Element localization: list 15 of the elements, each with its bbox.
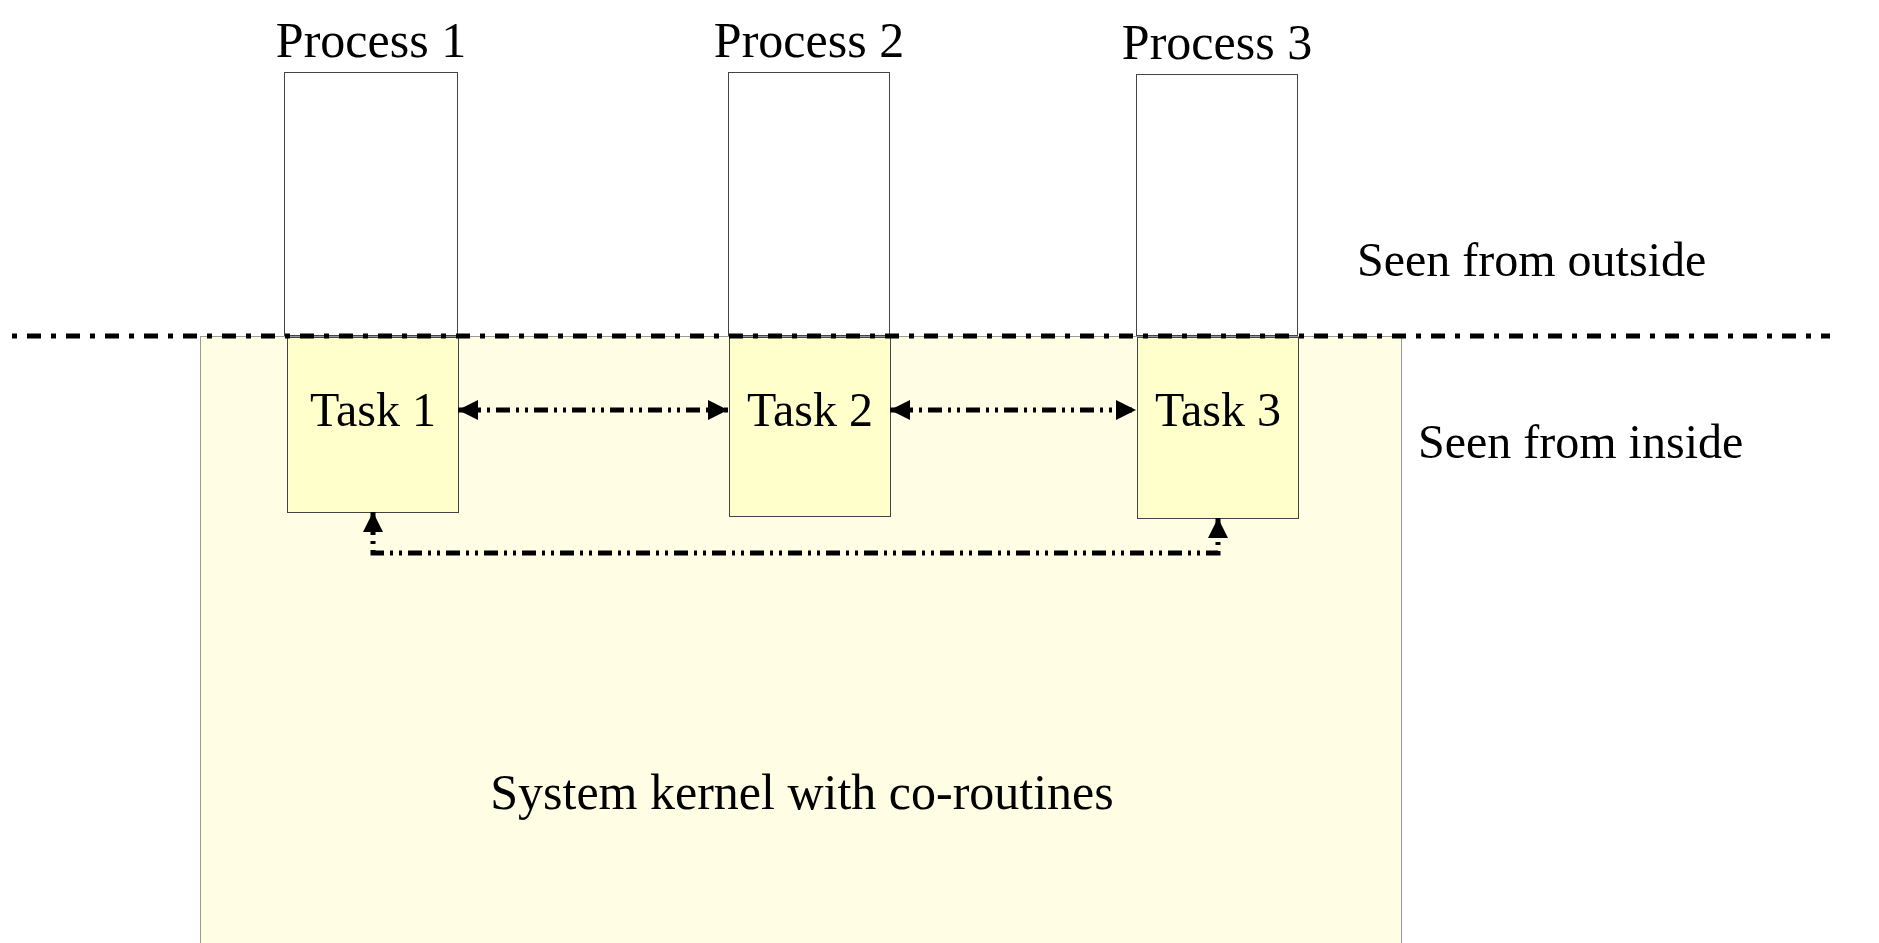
- process-heading: Process 2: [713, 15, 905, 65]
- process-heading: Process 3: [1121, 17, 1313, 67]
- task-label: Task 3: [1155, 386, 1281, 434]
- task-box: [287, 337, 459, 513]
- task-box: [1137, 337, 1299, 519]
- task-label: Task 2: [747, 386, 873, 434]
- task-box: [729, 337, 891, 517]
- connector-arrow: [458, 400, 728, 420]
- side-label: Seen from outside: [1357, 236, 1707, 284]
- task-label: Task 1: [310, 386, 436, 434]
- process-heading: Process 1: [275, 15, 467, 65]
- connector-arrow: [363, 512, 1228, 556]
- connector-arrow: [890, 400, 1136, 420]
- side-label: Seen from inside: [1418, 418, 1744, 466]
- kernel-panel: [200, 336, 1402, 943]
